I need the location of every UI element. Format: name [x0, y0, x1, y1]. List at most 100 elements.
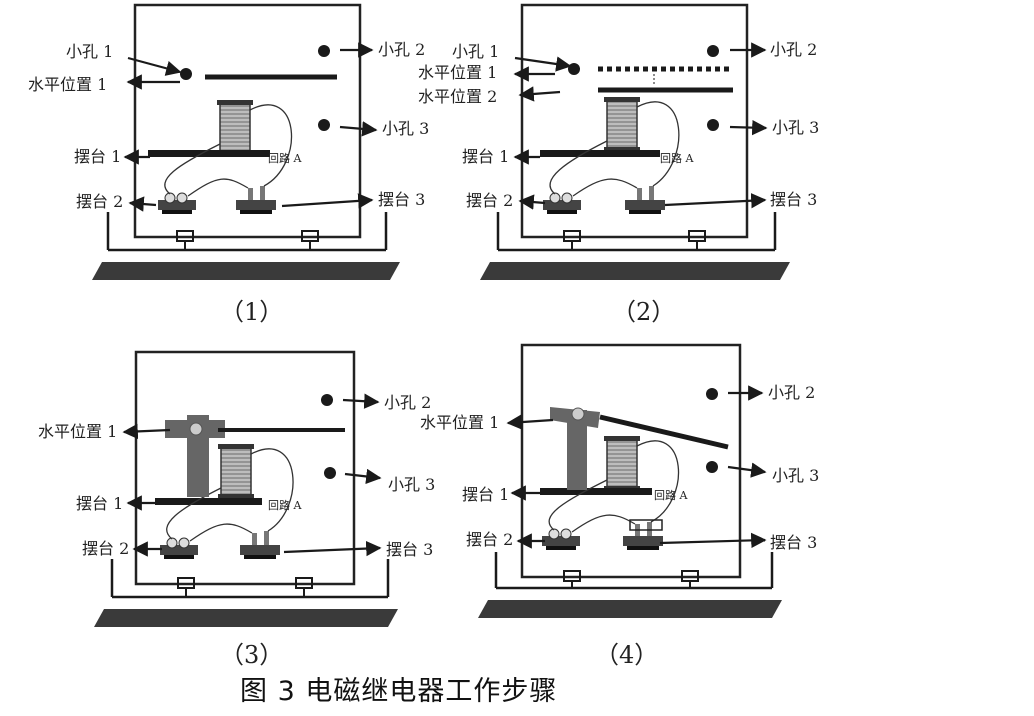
p2-wire-coil-to-stage2: [549, 140, 608, 195]
p3-hole2-arrow: [342, 393, 380, 409]
p2-stage3-arrow: [664, 193, 767, 209]
p3-hole3-label: 小孔 3: [388, 475, 435, 494]
figure-title: 图 3 电磁继电器工作步骤: [240, 676, 557, 707]
p3-stage2-roller-a: [166, 537, 178, 549]
p2-coil-cap-top: [604, 97, 640, 102]
p4-stage1-label: 摆台 1: [462, 485, 509, 504]
p3-armature-pivot: [189, 422, 203, 436]
p2-stage3-foot: [629, 210, 661, 214]
p4-stage2-foot: [546, 546, 576, 550]
p3-stage1-label: 摆台 1: [76, 494, 123, 513]
p3-wire-coil-to-stage2: [166, 487, 222, 540]
p1-coil-cap-top: [217, 100, 253, 105]
p2-coil-cap-bottom: [604, 147, 640, 152]
p4-stage2-label: 摆台 2: [466, 530, 513, 549]
p3-level1-arrow: [122, 423, 171, 440]
p2-hole1-arrow: [514, 56, 572, 72]
p4-stage2-roller-a: [548, 528, 560, 540]
p2-stage3-mount: [625, 200, 665, 210]
panel-1-caption: （1）: [220, 298, 283, 326]
p2-wire-stage2-to-stage3: [572, 178, 638, 197]
p3-stage3-arrow: [283, 540, 382, 557]
p2-stage2-roller-b: [561, 192, 573, 204]
p4-stage1-bar: [540, 488, 652, 495]
p1-hole3: [318, 119, 330, 131]
p4-coil: [606, 439, 638, 489]
p4-stage3-label: 摆台 3: [770, 533, 817, 552]
p1-hole2-label: 小孔 2: [378, 40, 425, 59]
p4-level1-arrow: [506, 414, 554, 430]
p1-frame: [133, 3, 362, 239]
p4-base-plate: [478, 600, 782, 618]
p2-circuit-label: 回路 A: [660, 152, 694, 165]
p1-base-plate: [92, 262, 400, 280]
p2-hole3-label: 小孔 3: [772, 118, 819, 137]
p3-hole2: [321, 394, 333, 406]
p3-frame: [134, 350, 356, 586]
p2-stage2-label: 摆台 2: [466, 191, 513, 210]
p4-frame: [520, 343, 742, 579]
p3-stage3-pin-a: [252, 533, 257, 545]
p1-level1-label: 水平位置 1: [28, 75, 107, 94]
p3-hole3-arrow: [344, 468, 382, 485]
p1-circuit-label: 回路 A: [268, 152, 302, 165]
p1-wire-stage2-to-stage3: [187, 178, 249, 197]
p2-hole1: [568, 63, 580, 75]
p1-stage3-mount: [236, 200, 276, 210]
p1-hole1: [180, 68, 192, 80]
p3-circuit-label: 回路 A: [268, 499, 302, 512]
p1-stage2-mount: [158, 200, 196, 210]
p3-wire-stage2-to-stage3: [189, 523, 253, 542]
p3-stage2-label: 摆台 2: [82, 539, 129, 558]
p4-tilted-bar: [599, 414, 729, 450]
p1-stage3-pin-a: [248, 188, 253, 200]
p3-stage2-roller-b: [178, 537, 190, 549]
p3-stage3-pin-b: [264, 531, 269, 545]
p3-stage2-foot: [164, 555, 194, 559]
p1-stage2-roller-b: [176, 192, 188, 204]
p3-hole2-label: 小孔 2: [384, 393, 431, 412]
p4-stage3-contact-box: [629, 519, 663, 531]
p1-hole3-arrow: [339, 121, 378, 137]
p2-hole3-arrow: [729, 119, 768, 136]
p3-stage3-mount: [240, 545, 280, 555]
p2-frame: [520, 3, 749, 239]
p1-hole2: [318, 45, 330, 57]
p1-hole1-label: 小孔 1: [66, 42, 113, 61]
p2-wire-coil-to-stage3: [636, 101, 680, 187]
panel-3-caption: （3）: [220, 641, 283, 669]
p2-level2-arrow: [518, 86, 561, 102]
p2-stage3-label: 摆台 3: [770, 190, 817, 209]
p2-stage3-pin-a: [637, 188, 642, 200]
p2-level1-label: 水平位置 1: [418, 63, 497, 82]
p4-hole3: [706, 461, 718, 473]
p4-circuit-label: 回路 A: [654, 489, 688, 502]
p4-hole3-arrow: [727, 462, 767, 478]
p4-stage3-pin-b: [647, 522, 652, 536]
p1-stage1-label: 摆台 1: [74, 147, 121, 166]
p2-coil: [606, 100, 638, 150]
p4-hole2-label: 小孔 2: [768, 383, 815, 402]
p3-stage1-bar: [155, 498, 262, 505]
p3-coil: [220, 447, 252, 497]
p4-wire-coil-to-stage2: [548, 479, 608, 531]
p1-coil: [219, 103, 251, 153]
p4-wire-coil-to-stage3: [636, 440, 680, 523]
p2-stage1-bar: [540, 150, 660, 157]
p3-wire-coil-to-stage3: [250, 448, 294, 532]
p3-coil-cap-bottom: [218, 494, 254, 499]
p4-armature-pivot: [571, 407, 585, 421]
p3-stage3-foot: [244, 555, 276, 559]
p2-stage3-pin-b: [649, 186, 654, 200]
p3-stage3-label: 摆台 3: [386, 540, 433, 559]
p4-stage2-roller-b: [560, 528, 572, 540]
p3-hole3: [324, 467, 336, 479]
p4-stage3-foot: [627, 546, 659, 550]
panel-2-caption: （2）: [612, 298, 675, 326]
panel-4-caption: （4）: [595, 641, 658, 669]
p1-stage3-foot: [240, 210, 272, 214]
p4-coil-cap-top: [604, 436, 640, 441]
p1-stage3-pin-b: [260, 186, 265, 200]
p4-stage3-mount: [623, 536, 663, 546]
p3-level1-label: 水平位置 1: [38, 422, 117, 441]
